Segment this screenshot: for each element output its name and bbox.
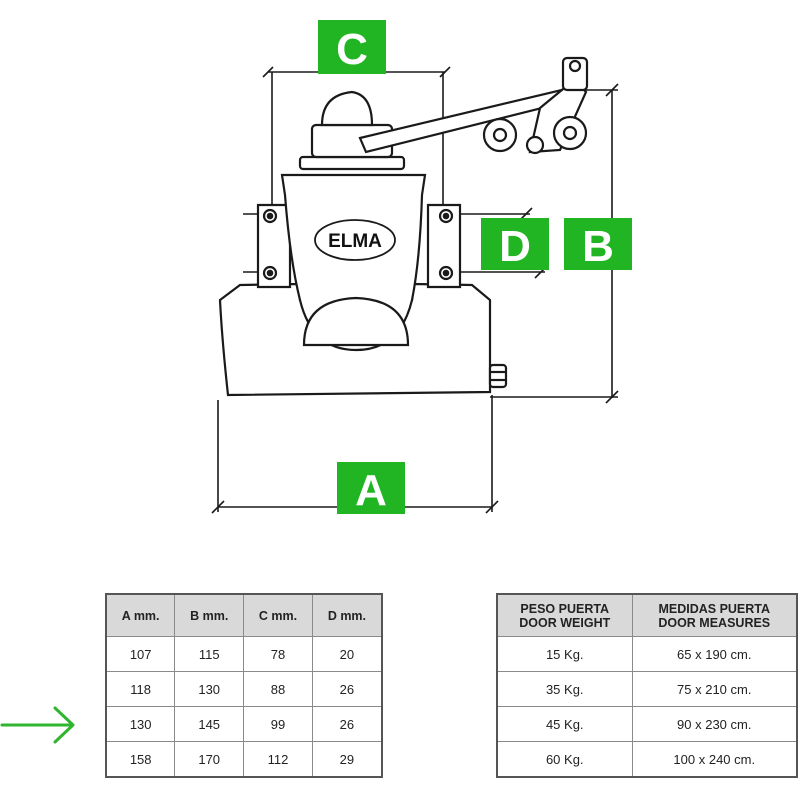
header-door-measures: MEDIDAS PUERTA DOOR MEASURES <box>631 593 798 637</box>
table-cell: 65 x 190 cm. <box>631 636 798 672</box>
table-cell: 112 <box>243 741 313 778</box>
door-closer-arm <box>358 56 589 155</box>
table-cell: 75 x 210 cm. <box>631 671 798 707</box>
table-row: 45 Kg. 90 x 230 cm. <box>496 706 798 742</box>
table-cell: 26 <box>311 671 383 707</box>
table-cell: 145 <box>174 706 245 742</box>
svg-text:D: D <box>499 222 531 271</box>
table-cell: 170 <box>174 741 245 778</box>
table-row: 15 Kg. 65 x 190 cm. <box>496 636 798 672</box>
table-row: 158 170 112 29 <box>105 741 383 778</box>
header-door-measures-en: DOOR MEASURES <box>658 615 771 630</box>
svg-text:C: C <box>336 25 368 74</box>
label-a: A <box>337 462 405 515</box>
table-row: 60 Kg. 100 x 240 cm. <box>496 741 798 778</box>
table-cell: 130 <box>174 671 245 707</box>
table-row: 118 130 88 26 <box>105 671 383 707</box>
table-cell: 29 <box>311 741 383 778</box>
table-cell: 20 <box>311 636 383 672</box>
header-door-weight: PESO PUERTA DOOR WEIGHT <box>496 593 633 637</box>
door-specs-table: PESO PUERTA DOOR WEIGHT MEDIDAS PUERTA D… <box>496 593 798 778</box>
door-closer-diagram: ELMA C D B A <box>211 20 632 515</box>
header-door-measures-es: MEDIDAS PUERTA <box>658 601 771 616</box>
elma-logo <box>314 219 396 261</box>
dimensions-table-header: A mm. B mm. C mm. D mm. <box>105 593 383 637</box>
table-cell: 130 <box>105 706 176 742</box>
table-cell: 115 <box>174 636 245 672</box>
svg-text:A: A <box>355 466 387 515</box>
table-cell: 90 x 230 cm. <box>631 706 798 742</box>
arrow-right-icon <box>0 706 75 744</box>
header-b-mm: B mm. <box>174 593 245 637</box>
door-closer-body <box>218 90 508 397</box>
label-c: C <box>318 20 386 74</box>
header-door-weight-en: DOOR WEIGHT <box>519 615 611 630</box>
table-cell: 88 <box>243 671 313 707</box>
table-cell: 15 Kg. <box>496 636 633 672</box>
header-d-mm: D mm. <box>311 593 383 637</box>
table-cell: 107 <box>105 636 176 672</box>
table-cell: 35 Kg. <box>496 671 633 707</box>
label-d: D <box>481 218 549 271</box>
table-row: 35 Kg. 75 x 210 cm. <box>496 671 798 707</box>
table-cell: 45 Kg. <box>496 706 633 742</box>
header-c-mm: C mm. <box>243 593 313 637</box>
door-table-header: PESO PUERTA DOOR WEIGHT MEDIDAS PUERTA D… <box>496 593 798 637</box>
table-cell: 60 Kg. <box>496 741 633 778</box>
table-cell: 26 <box>311 706 383 742</box>
header-a-mm: A mm. <box>105 593 176 637</box>
table-row-highlighted: 130 145 99 26 <box>105 706 383 742</box>
table-row: 107 115 78 20 <box>105 636 383 672</box>
table-cell: 99 <box>243 706 313 742</box>
dimensions-table: A mm. B mm. C mm. D mm. 107 115 78 20 11… <box>105 593 383 778</box>
elma-logo-text: ELMA <box>328 231 382 252</box>
table-cell: 100 x 240 cm. <box>631 741 798 778</box>
table-cell: 158 <box>105 741 176 778</box>
table-cell: 78 <box>243 636 313 672</box>
header-door-weight-es: PESO PUERTA <box>520 601 610 616</box>
svg-text:B: B <box>582 222 614 271</box>
table-cell: 118 <box>105 671 176 707</box>
label-b: B <box>564 218 632 271</box>
